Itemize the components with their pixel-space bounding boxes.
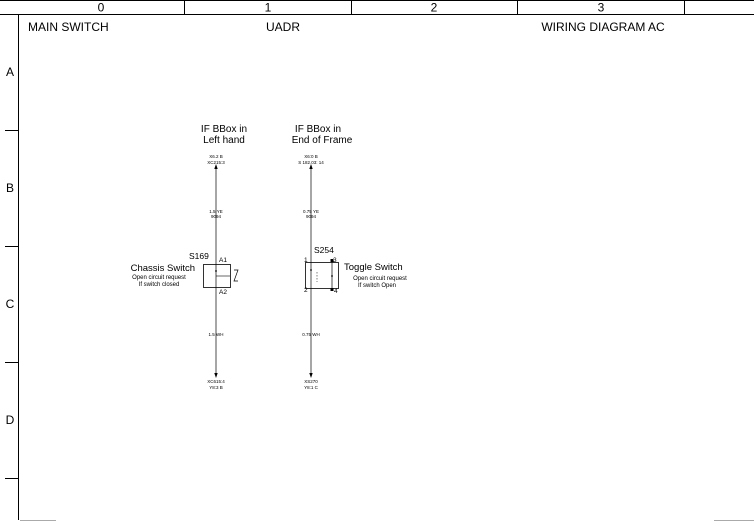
- switch-pivot-icon: [331, 275, 333, 277]
- pin-label-1: 1: [304, 257, 308, 264]
- pin-label-3: 3: [333, 257, 337, 264]
- title-wiring-diagram-ac: WIRING DIAGRAM AC: [541, 20, 665, 34]
- column-number-2: 2: [431, 1, 438, 15]
- pin-label-a2: A2: [219, 289, 227, 296]
- row-letter-d: D: [6, 413, 15, 427]
- component-desc-line1: Open circuit request: [353, 276, 407, 282]
- source-label-line1: IF BBox in: [201, 124, 247, 135]
- lower-wire-spec: 1.5 WH: [208, 332, 223, 337]
- switch-pivot-icon: [310, 269, 312, 271]
- upper-wire-spec: 1.5 YE: [209, 209, 222, 214]
- circuit-toggle-switch: IF BBox in End of Frame X6:0 B S 182.03:…: [292, 124, 407, 390]
- component-desc-line2: If switch Open: [358, 283, 396, 289]
- component-desc-line1: Open circuit request: [132, 275, 186, 281]
- column-number-0: 0: [98, 1, 105, 15]
- title-uadr: UADR: [266, 20, 300, 34]
- component-name: Toggle Switch: [344, 262, 403, 273]
- component-id: S254: [314, 245, 334, 255]
- upper-wire-number: 9094: [306, 214, 317, 219]
- terminal-4-icon: [330, 288, 334, 291]
- top-connector-pin: XC215:3: [207, 160, 225, 165]
- bottom-connector-pin: Y8:3 B: [209, 385, 223, 390]
- component-id: S169: [189, 251, 209, 261]
- top-connector-label: X6.2 B: [209, 154, 223, 159]
- component-desc-line2: If switch closed: [139, 282, 180, 288]
- bottom-connector-label: XS270: [304, 379, 318, 384]
- lower-wire-spec: 0.75 WH: [302, 332, 320, 337]
- top-connector-label: X6:0 B: [304, 154, 318, 159]
- arrow-down-icon: [214, 373, 218, 378]
- source-label-line1: IF BBox in: [295, 124, 341, 135]
- terminal-3-icon: [330, 259, 334, 262]
- pin-label-4: 4: [334, 288, 338, 295]
- arrow-down-icon: [309, 373, 313, 378]
- arrow-up-icon: [309, 164, 313, 169]
- toggle-switch-box: [305, 262, 339, 289]
- column-number-1: 1: [265, 1, 272, 15]
- component-name: Chassis Switch: [131, 263, 195, 274]
- pin-label-a1: A1: [219, 257, 227, 264]
- bottom-connector-label: XC615:4: [207, 379, 225, 384]
- bottom-connector-pin: Y8:1 C: [304, 385, 319, 390]
- upper-wire-number: 9094: [211, 214, 222, 219]
- top-connector-pin: S 182.03: 14: [298, 160, 324, 165]
- switch-spring-icon: [233, 269, 239, 282]
- upper-wire-spec: 0.75 YE: [303, 209, 319, 214]
- row-letter-a: A: [6, 65, 14, 79]
- circuit-chassis-switch: IF BBox in Left hand X6.2 B XC215:3 1.5 …: [131, 124, 247, 390]
- switch-pivot-icon: [215, 270, 217, 272]
- row-letter-b: B: [6, 181, 14, 195]
- source-label-line2: End of Frame: [292, 135, 353, 146]
- column-number-3: 3: [598, 1, 605, 15]
- arrow-up-icon: [214, 164, 218, 169]
- source-label-line2: Left hand: [203, 135, 245, 146]
- chassis-switch-box: [203, 264, 231, 288]
- title-main-switch: MAIN SWITCH: [28, 20, 109, 34]
- pin-label-2: 2: [304, 287, 308, 294]
- row-letter-c: C: [6, 297, 15, 311]
